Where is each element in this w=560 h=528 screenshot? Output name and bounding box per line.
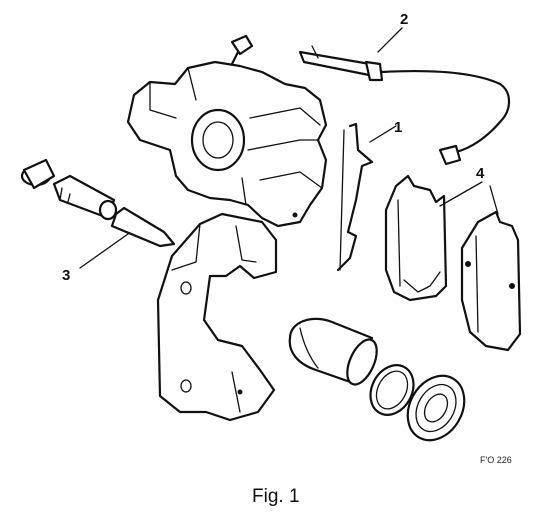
caliper-housing [126, 60, 328, 228]
caliper-carrier [156, 212, 278, 422]
callout-4-label: 4 [476, 165, 485, 182]
piston-seal [369, 364, 415, 416]
brake-pad-rear [460, 210, 522, 352]
callout-2-label: 2 [400, 11, 408, 28]
bleed-screw [230, 34, 254, 66]
wear-sensor [298, 45, 511, 166]
dust-cap [20, 158, 56, 190]
dust-boot [406, 374, 466, 442]
guide-sleeve [52, 174, 118, 221]
callout-3-label: 3 [62, 267, 70, 284]
pad-retaining-spring [336, 122, 374, 272]
figure-caption: Fig. 1 [252, 486, 300, 507]
guide-pin [110, 206, 176, 248]
callout-1-label: 1 [394, 119, 402, 136]
drawing-reference-code: F'O 226 [480, 455, 512, 465]
piston [288, 317, 378, 386]
brake-pad-front [384, 174, 448, 302]
